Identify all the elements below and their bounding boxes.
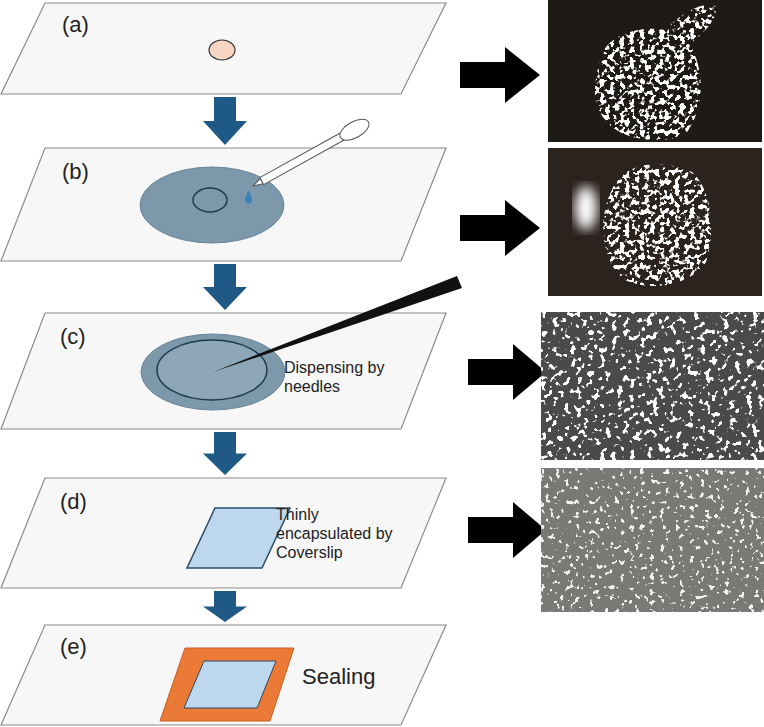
droplet — [245, 190, 252, 204]
flow-arrow — [203, 591, 247, 622]
panel-shape — [1, 625, 446, 725]
sample-outline — [157, 340, 267, 400]
coverslip — [187, 508, 290, 568]
result-arrow — [468, 502, 546, 558]
coverslip — [184, 661, 276, 708]
sealing-frame — [160, 648, 294, 721]
result-arrow — [460, 200, 540, 256]
sample-outline — [193, 188, 227, 212]
micrograph — [541, 468, 764, 612]
pipette — [249, 115, 372, 193]
step-letter: (a) — [62, 12, 89, 38]
panel-shape — [1, 478, 446, 588]
step-letter: (e) — [60, 634, 87, 660]
micrograph — [548, 148, 762, 296]
micrograph — [541, 312, 764, 460]
step-letter: (d) — [60, 489, 87, 515]
flow-arrow — [203, 264, 247, 310]
result-arrow — [468, 344, 546, 400]
result-arrow — [460, 47, 540, 103]
panel-shape — [1, 148, 446, 261]
sample-dot — [209, 40, 235, 60]
micrograph — [548, 0, 762, 142]
needle — [213, 276, 462, 372]
step-caption: Dispensing by needles — [284, 358, 409, 396]
step-caption: Thinly encapsulated by Coverslip — [276, 505, 406, 563]
panel-shape — [1, 3, 446, 94]
flow-arrow — [203, 432, 247, 475]
step-letter: (b) — [62, 159, 89, 185]
step-caption: Sealing — [302, 664, 375, 690]
panel-shape — [1, 313, 446, 429]
step-letter: (c) — [60, 324, 86, 350]
flow-arrow — [203, 97, 247, 145]
